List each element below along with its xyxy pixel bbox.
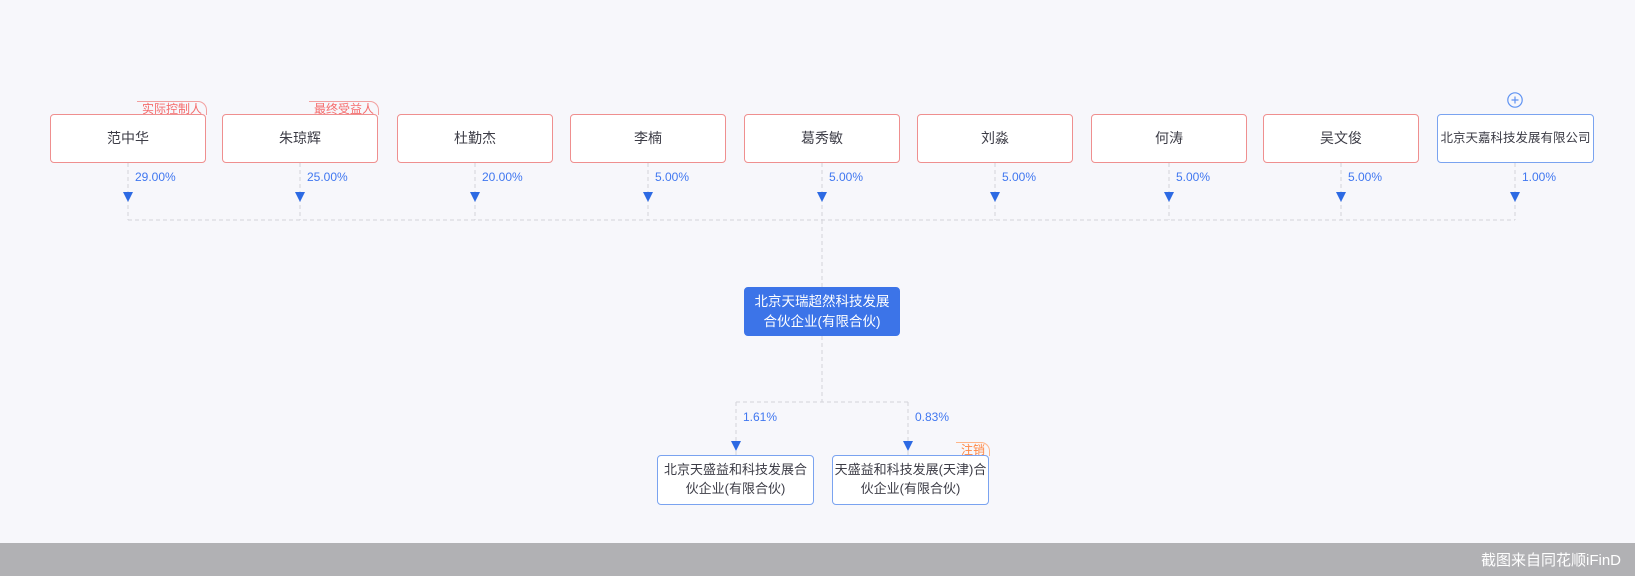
ownership-percent: 1.00% xyxy=(1522,170,1557,184)
ownership-percent: 5.00% xyxy=(1176,170,1211,184)
ownership-percent: 5.00% xyxy=(1002,170,1037,184)
shareholder-node[interactable]: 刘淼 xyxy=(917,114,1073,163)
shareholder-name: 刘淼 xyxy=(981,130,1009,147)
shareholder-name: 朱琼辉 xyxy=(279,130,321,147)
shareholder-node[interactable]: 何涛 xyxy=(1091,114,1247,163)
ownership-percent: 5.00% xyxy=(655,170,690,184)
shareholder-name: 吴文俊 xyxy=(1320,130,1362,147)
shareholder-node[interactable]: 最终受益人 朱琼辉 xyxy=(222,101,379,163)
shareholder-name: 李楠 xyxy=(634,130,662,147)
plus-circle-icon[interactable] xyxy=(1507,92,1523,108)
ownership-percent: 1.61% xyxy=(743,410,778,424)
watermark-bar: 截图来自同花顺iFinD xyxy=(0,543,1635,576)
subsidiary-node[interactable]: 北京天盛益和科技发展合伙企业(有限合伙) xyxy=(657,455,814,505)
subsidiary-name: 天盛益和科技发展(天津)合伙企业(有限合伙) xyxy=(834,462,987,496)
watermark-text: 截图来自同花顺iFinD xyxy=(1480,552,1621,569)
shareholder-node[interactable]: 杜勤杰 xyxy=(397,114,553,163)
ownership-percent: 0.83% xyxy=(915,410,950,424)
controller-tag: 实际控制人 xyxy=(136,101,207,116)
focus-company-name: 北京天瑞超然科技发展合伙企业(有限合伙) xyxy=(754,293,890,329)
shareholder-name: 葛秀敏 xyxy=(801,130,843,147)
ownership-percent: 5.00% xyxy=(1348,170,1383,184)
beneficiary-tag: 最终受益人 xyxy=(308,101,379,116)
shareholder-name: 北京天嘉科技发展有限公司 xyxy=(1440,131,1591,146)
ownership-percent: 20.00% xyxy=(482,170,523,184)
shareholder-node[interactable]: 吴文俊 xyxy=(1263,114,1419,163)
deregistered-tag: 注销 xyxy=(955,442,990,457)
shareholder-node[interactable]: 实际控制人 范中华 xyxy=(50,101,207,163)
ownership-percent: 29.00% xyxy=(135,170,176,184)
focus-company-node[interactable]: 北京天瑞超然科技发展合伙企业(有限合伙) xyxy=(744,287,900,336)
shareholder-name: 杜勤杰 xyxy=(454,130,496,147)
subsidiary-node[interactable]: 注销 天盛益和科技发展(天津)合伙企业(有限合伙) xyxy=(832,442,990,505)
shareholder-node[interactable]: 葛秀敏 xyxy=(744,114,900,163)
shareholder-name: 范中华 xyxy=(107,130,149,147)
subsidiary-name: 北京天盛益和科技发展合伙企业(有限合伙) xyxy=(663,462,807,496)
shareholder-company-node[interactable]: 北京天嘉科技发展有限公司 xyxy=(1437,114,1594,163)
shareholder-node[interactable]: 李楠 xyxy=(570,114,726,163)
ownership-percent: 25.00% xyxy=(307,170,348,184)
shareholder-name: 何涛 xyxy=(1155,130,1183,147)
ownership-percent: 5.00% xyxy=(829,170,864,184)
